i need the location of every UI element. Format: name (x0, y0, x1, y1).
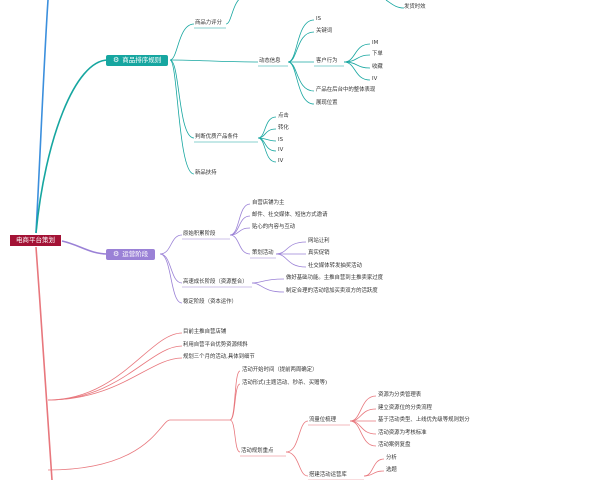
edge-dyn-kw (287, 31, 315, 63)
node-beh-fav: 收藏 (372, 64, 383, 70)
edge-plan-3 (275, 253, 307, 268)
edge-act-focus (229, 419, 241, 453)
node-q-is: IS (278, 137, 284, 143)
edge-score-top (225, 0, 240, 25)
edge-dyn-pos (287, 61, 315, 105)
edge-root-red (35, 246, 53, 480)
node-q-click: 点击 (278, 113, 289, 119)
node-top-item: 发货时效 (404, 4, 426, 10)
edge-r-2 (47, 345, 183, 401)
node-tr-1: 资源为分类管理表 (378, 392, 422, 398)
node-dyn-pos: 展现位置 (316, 100, 338, 106)
edge-tr-2 (349, 408, 377, 422)
branch-title: 商品排序规则 (122, 56, 162, 64)
node-q-iv2: IV (278, 158, 284, 164)
node-r-1: 目前主推自营店铺 (183, 329, 227, 335)
node-ops-1: 分析 (386, 455, 397, 461)
edge-ops-2 (363, 470, 385, 477)
node-plan-2: 真实促销 (308, 250, 330, 256)
branch-node-sort-rules[interactable]: ⚙商品排序规则 (106, 55, 169, 66)
edge-dyn-is (287, 19, 315, 63)
node-plan: 策划活动 (252, 250, 274, 256)
node-prim-1: 自营店铺为主 (252, 200, 285, 206)
node-r-3: 规划三个月的活动,具体到细节 (183, 354, 255, 360)
node-behavior: 客户行为 (316, 58, 338, 64)
edge-prim-3 (229, 227, 251, 236)
node-quality: 判断优质产品条件 (195, 134, 239, 140)
node-plan-1: 网站让利 (308, 238, 330, 244)
node-ops: 搭建活动运营库 (309, 472, 347, 478)
node-growth-1: 做好基础功能。主推自营到主推卖家过度 (286, 275, 384, 281)
edge-r-activity (47, 419, 230, 471)
node-act-start: 活动开始时间（提前两周确定） (242, 367, 318, 373)
node-ops-2: 选题 (386, 467, 397, 473)
edge-teal-quality (169, 59, 195, 139)
node-stable: 稳定阶段（资本运作） (183, 299, 237, 305)
node-beh-iv: IV (372, 76, 378, 82)
node-prim-3: 贴心的内容与互动 (252, 224, 296, 230)
edge-beh-iv (343, 61, 371, 81)
edge-p-primitive (159, 234, 183, 255)
branch-title: 运营阶段 (122, 250, 149, 258)
node-dyn-perf: 产品在后台中的整体表现 (316, 87, 376, 93)
edge-plan-1 (275, 241, 307, 255)
edge-dyn-perf (287, 61, 315, 92)
edge-p-stable (159, 253, 183, 304)
edge-q-iv2 (257, 137, 277, 163)
node-growth: 高速成长阶段（资源整合） (183, 279, 248, 285)
node-traffic: 流量位梳理 (309, 417, 336, 423)
edge-q-click (257, 116, 277, 139)
root-node[interactable]: 电商平台策划 (10, 235, 61, 246)
edge-act-start (229, 370, 241, 421)
node-tr-5: 活动案例复盘 (378, 442, 411, 448)
edge-root-teal (35, 59, 109, 234)
edge-tr-5 (349, 420, 377, 447)
node-growth-2: 制定合理的活动增加买卖双方的活跃度 (286, 288, 378, 294)
edge-root-purple (61, 240, 109, 255)
node-dynamic-info: 动态信息 (259, 58, 281, 64)
edge-teal-new (169, 59, 195, 175)
edge-tr-4 (349, 420, 377, 435)
edge-prim-1 (229, 203, 251, 236)
branch-node-ops-stage[interactable]: ⚙运营阶段 (106, 249, 156, 260)
edge-growth-1 (251, 278, 285, 284)
node-focus: 活动规划重点 (241, 448, 274, 454)
node-new-support: 新品扶持 (195, 170, 217, 176)
edge-beh-im (343, 43, 371, 63)
gear-icon: ⚙ (113, 56, 120, 64)
node-prim-2: 邮件、社交媒体、短信方式邀请 (252, 212, 328, 218)
edge-prim-2 (229, 215, 251, 236)
node-beh-im: IM (372, 40, 379, 46)
node-beh-order: 下单 (372, 51, 383, 57)
edge-growth-2 (251, 282, 285, 293)
edge-r-1 (47, 332, 183, 401)
edge-tr-1 (349, 395, 377, 422)
edge-top-item (385, 0, 405, 9)
edge-r-3 (47, 357, 183, 401)
node-dyn-keyword: 关键词 (316, 28, 333, 34)
edge-root-blue (35, 0, 49, 234)
node-plan-3: 社交媒体转发抽奖活动 (308, 263, 362, 269)
node-primitive: 原始积累阶段 (183, 231, 216, 237)
node-q-conv: 转化 (278, 125, 289, 131)
edge-teal-dynamic (169, 59, 259, 63)
node-q-iv1: IV (278, 147, 284, 153)
node-r-2: 利用自营平台优势资源倾斜 (183, 342, 248, 348)
node-dyn-is: IS (316, 16, 322, 22)
edge-focus-traffic (285, 420, 309, 453)
node-tr-4: 活动资源为考核标准 (378, 430, 427, 436)
gear-icon: ⚙ (113, 250, 120, 258)
node-tr-2: 建立资源位的分类流程 (378, 405, 432, 411)
edge-prim-plan (229, 234, 251, 255)
node-product-score: 商品力评分 (195, 20, 222, 26)
edge-act-form (229, 383, 241, 421)
edge-focus-ops (285, 451, 309, 477)
edge-teal-score (169, 23, 195, 61)
node-tr-3: 基于活动类型、上线优先级等规则划分 (378, 417, 470, 423)
node-act-form: 活动形式(主题活动、秒杀、买赠等) (242, 380, 328, 386)
